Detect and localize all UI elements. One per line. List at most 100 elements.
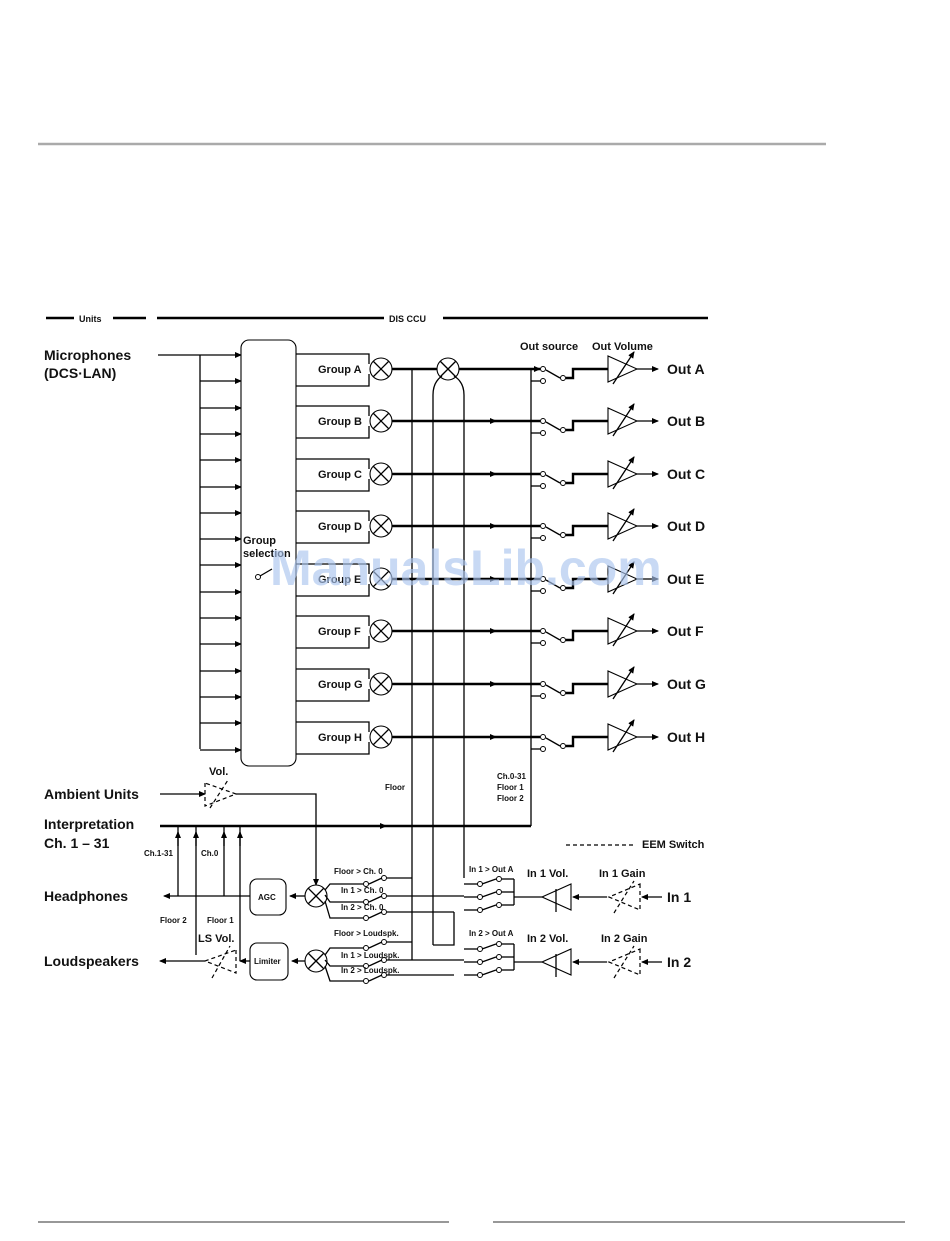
group-bracket-bottom	[296, 426, 370, 439]
in1-vol-label: In 1 Vol.	[527, 868, 568, 880]
out-source-contact	[540, 523, 546, 529]
out-source-pivot	[560, 690, 566, 696]
route-pivot	[363, 963, 369, 969]
out-volume-knob	[612, 456, 635, 490]
out-volume-knob	[612, 561, 635, 595]
ambient-vol-amp	[204, 779, 238, 809]
route-to-mixer	[324, 965, 363, 982]
ls-route-in1	[324, 957, 464, 969]
out-label: Out B	[667, 413, 705, 429]
ls-route-3-label: In 2 > Loudspk.	[341, 966, 399, 975]
group-bracket-bottom	[296, 479, 370, 492]
ch-list-3: Floor 2	[497, 794, 524, 803]
ch-list-1: Ch.0-31	[497, 772, 526, 781]
in-switch-pivot	[496, 967, 502, 973]
route-switch	[368, 974, 383, 982]
out-source-pivot	[560, 585, 566, 591]
ch-list-2: Floor 1	[497, 783, 524, 792]
out-source-pivot	[560, 637, 566, 643]
group-row: Group D	[296, 510, 540, 544]
group-label: Group H	[318, 732, 362, 744]
out-volume-knob	[612, 613, 635, 647]
in-switch-pivot	[496, 902, 502, 908]
in-switch-arm	[481, 878, 497, 885]
loudspeakers-mixer	[304, 949, 328, 973]
ls-route-in2	[324, 965, 454, 984]
group-bracket-bottom	[296, 689, 370, 702]
out-source-switch	[545, 631, 561, 641]
out-source-contact	[540, 628, 546, 634]
hp-route-2-label: In 1 > Ch. 0	[341, 886, 384, 895]
selector-contact	[255, 574, 261, 580]
ls-vol-label: LS Vol.	[198, 933, 234, 945]
group-mixer	[369, 619, 393, 643]
group-selection-label: Group	[243, 535, 276, 547]
route-to-mixer	[324, 947, 363, 956]
out-volume-label: Out Volume	[592, 341, 653, 353]
headphones-label: Headphones	[44, 888, 128, 904]
group-label: Group E	[318, 574, 361, 586]
out-source-contact	[540, 430, 546, 436]
out-volume-knob	[612, 719, 635, 753]
out-source-switch	[545, 526, 561, 536]
route-to-mixer	[324, 900, 363, 919]
hp-route-in2	[324, 900, 454, 921]
route-switch	[368, 959, 383, 967]
in-switch-arm	[481, 969, 497, 976]
ambient-to-agc-line	[236, 793, 319, 886]
out-source-contact	[540, 418, 546, 424]
route-to-mixer	[324, 894, 363, 903]
group-mixer	[369, 357, 393, 381]
out-label: Out E	[667, 571, 704, 587]
selector-arm	[259, 568, 273, 577]
group-bracket-bottom	[296, 636, 370, 649]
out-source-contact	[540, 693, 546, 699]
limiter-block	[249, 942, 289, 981]
route-pivot	[363, 978, 369, 984]
group-row: Group C	[296, 458, 540, 492]
out-source-to-vol	[566, 682, 608, 695]
watermark: ManualsLib.com	[270, 540, 662, 596]
group-label: Group B	[318, 416, 362, 428]
out-source-contact	[540, 640, 546, 646]
out-source-contact	[540, 734, 546, 740]
out-source-switch	[545, 369, 561, 379]
out-source-contact	[540, 746, 546, 752]
group-bracket-bottom	[296, 742, 370, 755]
microphones-sub-label: (DCS·LAN)	[44, 365, 116, 381]
out-source-to-vol	[566, 472, 608, 485]
group-mixer	[369, 567, 393, 591]
interpretation-channels-label: Ch. 1 – 31	[44, 835, 110, 851]
out-label: Out D	[667, 518, 705, 534]
in-switch-arm	[481, 891, 497, 898]
output-row: Out C	[531, 456, 705, 490]
group-bracket-bottom	[296, 531, 370, 544]
out-label: Out A	[667, 361, 705, 377]
in-switch-contact	[477, 946, 483, 952]
in2-vol-amp	[540, 948, 572, 977]
in-switch-contact	[477, 881, 483, 887]
out-source-contact	[540, 471, 546, 477]
group-bracket-bottom	[296, 374, 370, 387]
out-label: Out G	[667, 676, 706, 692]
output-row: Out D	[531, 508, 705, 542]
route-to-mixer	[324, 883, 363, 891]
headphones-mixer	[304, 884, 328, 908]
in-switch-pivot	[496, 954, 502, 960]
group-bracket-top	[296, 405, 370, 416]
in-switch-pivot	[496, 889, 502, 895]
hp-route-3-label: In 2 > Ch. 0	[341, 903, 384, 912]
group-bracket-top	[296, 353, 370, 364]
out-source-to-vol	[566, 419, 608, 432]
group-row: Group F	[296, 615, 540, 649]
in1-outa-label: In 1 > Out A	[469, 865, 514, 874]
in-switch-arm	[481, 943, 497, 950]
in2-outa-label: In 2 > Out A	[469, 929, 514, 938]
out-source-switch	[545, 579, 561, 589]
route-pivot	[363, 945, 369, 951]
group-row: Group E	[296, 563, 540, 597]
group-label: Group D	[318, 521, 362, 533]
in2-vol-label: In 2 Vol.	[527, 933, 568, 945]
group-mixer	[369, 725, 393, 749]
